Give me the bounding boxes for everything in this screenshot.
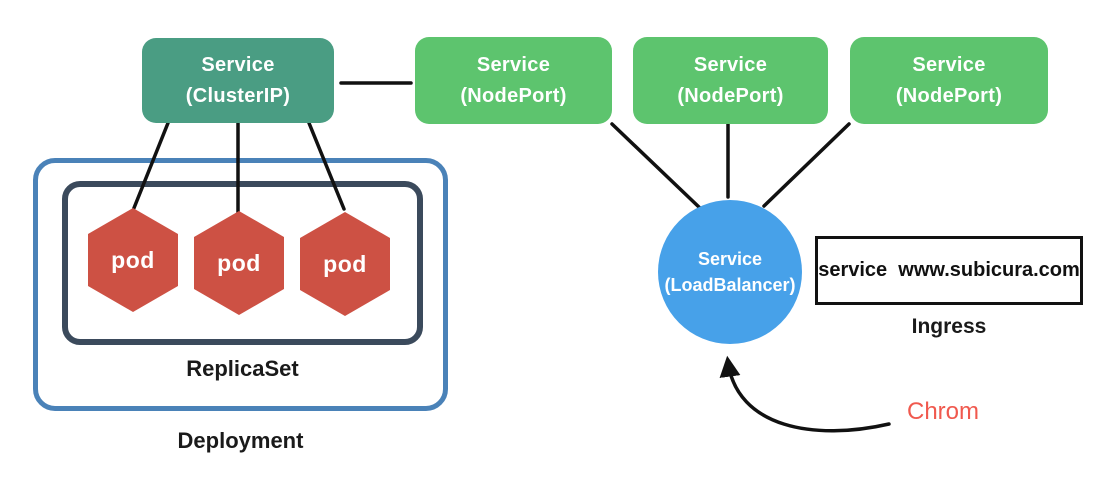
- deployment-label: Deployment: [177, 428, 304, 453]
- service-type: (LoadBalancer): [664, 275, 796, 295]
- pod-label: pod: [111, 246, 155, 273]
- service-name: Service: [201, 53, 275, 76]
- service-type: (NodePort): [460, 84, 567, 107]
- link-nodeport3-loadbalancer: [762, 122, 851, 208]
- ingress-label: Ingress: [911, 315, 987, 338]
- ingress-rule-text: service www.subicura.com: [818, 259, 1080, 281]
- service-nodeport-node-1: Service (NodePort): [415, 37, 612, 124]
- service-nodeport-node-3: Service (NodePort): [850, 37, 1048, 124]
- service-type: (NodePort): [895, 84, 1003, 107]
- service-nodeport-node-2: Service (NodePort): [633, 37, 828, 124]
- client-to-loadbalancer-arrow: [719, 355, 891, 433]
- service-name: Service: [693, 53, 768, 76]
- replicaset-label: ReplicaSet: [186, 356, 299, 381]
- service-loadbalancer-node: Service (LoadBalancer): [658, 200, 802, 344]
- service-clusterip-node: Service (ClusterIP): [142, 38, 334, 123]
- pod-label: pod: [323, 250, 367, 277]
- link-nodeport1-loadbalancer: [610, 122, 703, 211]
- service-name: Service: [912, 53, 986, 76]
- service-type: (NodePort): [677, 84, 784, 107]
- client-browser-label: Chrom: [907, 398, 980, 425]
- service-name: Service: [476, 53, 551, 76]
- ingress-rule-box: service www.subicura.com: [815, 236, 1083, 305]
- pod-label: pod: [217, 249, 261, 276]
- service-type: (ClusterIP): [185, 84, 291, 107]
- service-name: Service: [697, 249, 763, 269]
